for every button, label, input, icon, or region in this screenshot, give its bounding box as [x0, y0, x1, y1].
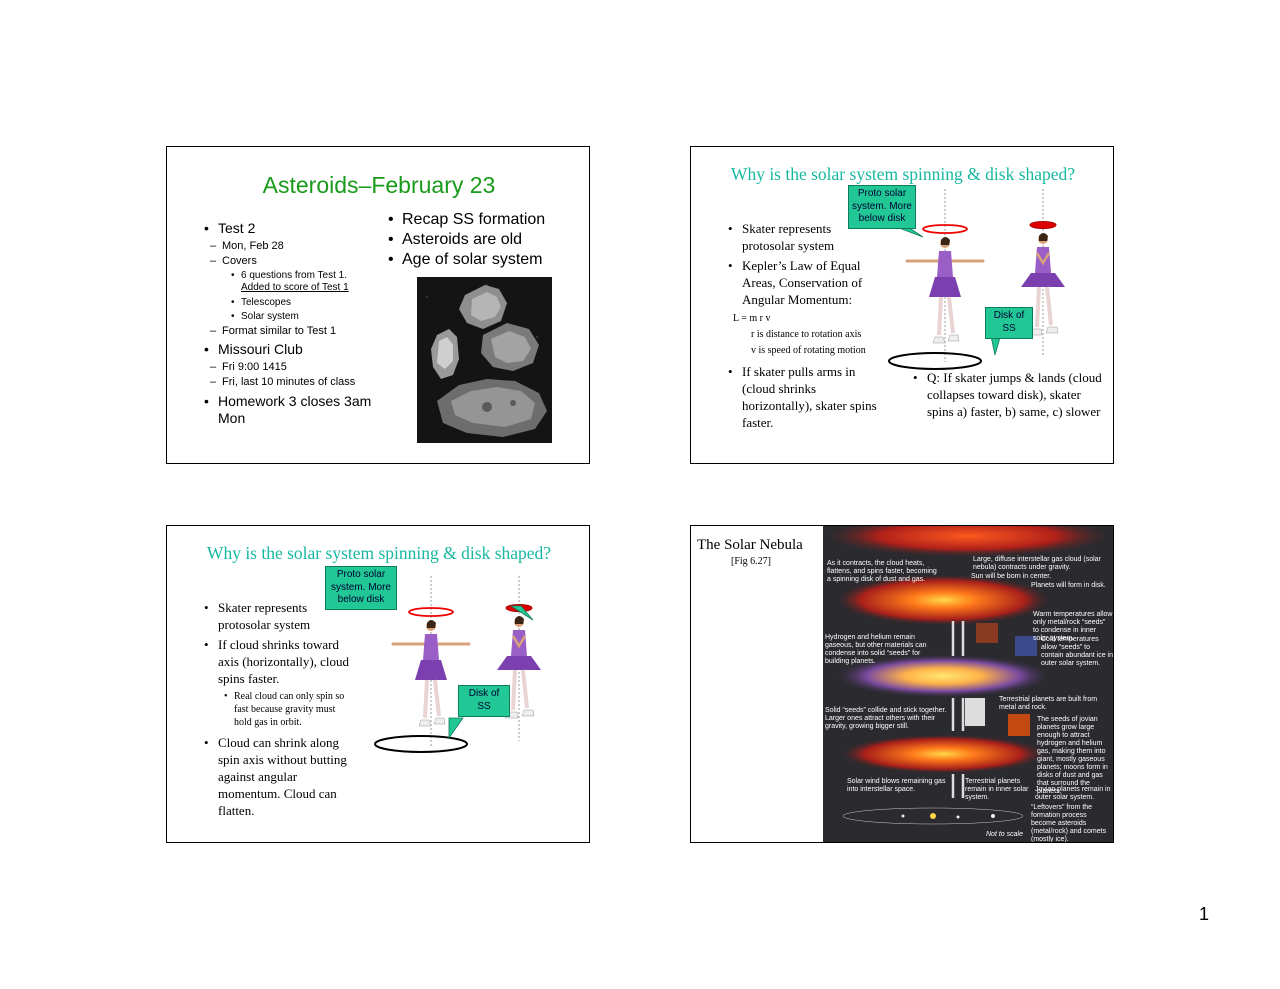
slide-asteroids: Asteroids–February 23 Test 2 Mon, Feb 28…: [166, 146, 590, 464]
bullet-list: Skater represents protosolar system Kepl…: [728, 220, 876, 308]
question-bullet: Q: If skater jumps & lands (cloud collap…: [913, 369, 1109, 420]
caption: Solar wind blows remaining gas into inte…: [847, 778, 946, 793]
list-item: Mon, Feb 28: [204, 240, 384, 252]
list-item: Asteroids are old: [388, 230, 588, 250]
list-item: Age of solar system: [388, 250, 588, 270]
left-bullet-list: Test 2 Mon, Feb 28 Covers 6 questions fr…: [204, 220, 384, 427]
right-bullet-list: Recap SS formation Asteroids are old Age…: [388, 210, 588, 270]
bullet-list-2: If skater pulls arms in (cloud shrinks h…: [728, 363, 888, 431]
list-item: Solar system: [231, 311, 384, 322]
formula: L = m r v: [733, 313, 771, 324]
slide-spinning-disk-2: Why is the solar system spinning & disk …: [166, 525, 590, 843]
slide-title: Why is the solar system spinning & disk …: [730, 164, 1076, 184]
asteroids-photo: [417, 277, 552, 443]
list-item: 6 questions from Test 1.Added to score o…: [231, 270, 384, 294]
figure-reference: [Fig 6.27]: [731, 556, 771, 567]
slide-title: Asteroids–February 23: [262, 172, 496, 198]
caption: Jovian planets remain in outer solar sys…: [1035, 786, 1111, 801]
list-item: Kepler’s Law of Equal Areas, Conservatio…: [728, 257, 876, 308]
list-item: If cloud shrinks toward axis (horizontal…: [204, 636, 354, 687]
v-definition: v is speed of rotating motion: [751, 345, 866, 356]
list-item: Test 2: [204, 220, 384, 236]
slide-title: The Solar Nebula: [697, 537, 803, 553]
caption: Not to scale: [986, 831, 1023, 838]
caption: Planets will form in disk.: [1031, 582, 1106, 589]
caption: Warm temperatures allow only metal/rock …: [1033, 611, 1113, 642]
slide-solar-nebula: The Solar Nebula [Fig 6.27]: [690, 525, 1114, 843]
caption: The seeds of jovian planets grow large e…: [1037, 716, 1108, 795]
caption: Cold temperatures allow “seeds” to conta…: [1041, 636, 1113, 667]
list-item: Fri, last 10 minutes of class: [204, 376, 384, 388]
slide-title: Why is the solar system spinning & disk …: [206, 543, 552, 563]
nebula-illustration: [823, 526, 1113, 825]
caption: As it contracts, the cloud heats, flatte…: [827, 560, 937, 583]
r-definition: r is distance to rotation axis: [751, 329, 862, 340]
caption: “Leftovers” from the formation process b…: [1031, 804, 1107, 843]
list-item: Cloud can shrink along spin axis without…: [204, 734, 354, 819]
solar-nebula-figure: As it contracts, the cloud heats, flatte…: [823, 526, 1113, 843]
caption: Terrestrial planets remain in inner sola…: [965, 778, 1029, 801]
list-item: Skater represents protosolar system: [204, 599, 354, 633]
list-item: Format similar to Test 1: [204, 325, 384, 337]
list-item: Missouri Club: [204, 341, 384, 357]
list-item: Fri 9:00 1415: [204, 361, 384, 373]
caption: Terrestrial planets are built from metal…: [999, 696, 1098, 711]
list-item: If skater pulls arms in (cloud shrinks h…: [728, 363, 888, 431]
skater-diagram: [888, 189, 1065, 370]
caption: Sun will be born in center.: [971, 573, 1052, 580]
slide-spinning-disk-1: Why is the solar system spinning & disk …: [690, 146, 1114, 464]
skater-diagram: [374, 576, 541, 753]
list-item: Telescopes: [231, 297, 384, 308]
list-item: Recap SS formation: [388, 210, 588, 230]
bullet-list: Skater represents protosolar system If c…: [204, 599, 354, 819]
caption: Solid “seeds” collide and stick together…: [825, 707, 947, 730]
list-item: Real cloud can only spin so fast because…: [224, 690, 354, 729]
list-item: Q: If skater jumps & lands (cloud collap…: [913, 369, 1109, 420]
page-number: 1: [1198, 904, 1209, 924]
list-item: Skater represents protosolar system: [728, 220, 876, 254]
caption: Hydrogen and helium remain gaseous, but …: [825, 634, 927, 665]
list-item: Covers: [204, 255, 384, 267]
caption: Large, diffuse interstellar gas cloud (s…: [973, 556, 1101, 571]
